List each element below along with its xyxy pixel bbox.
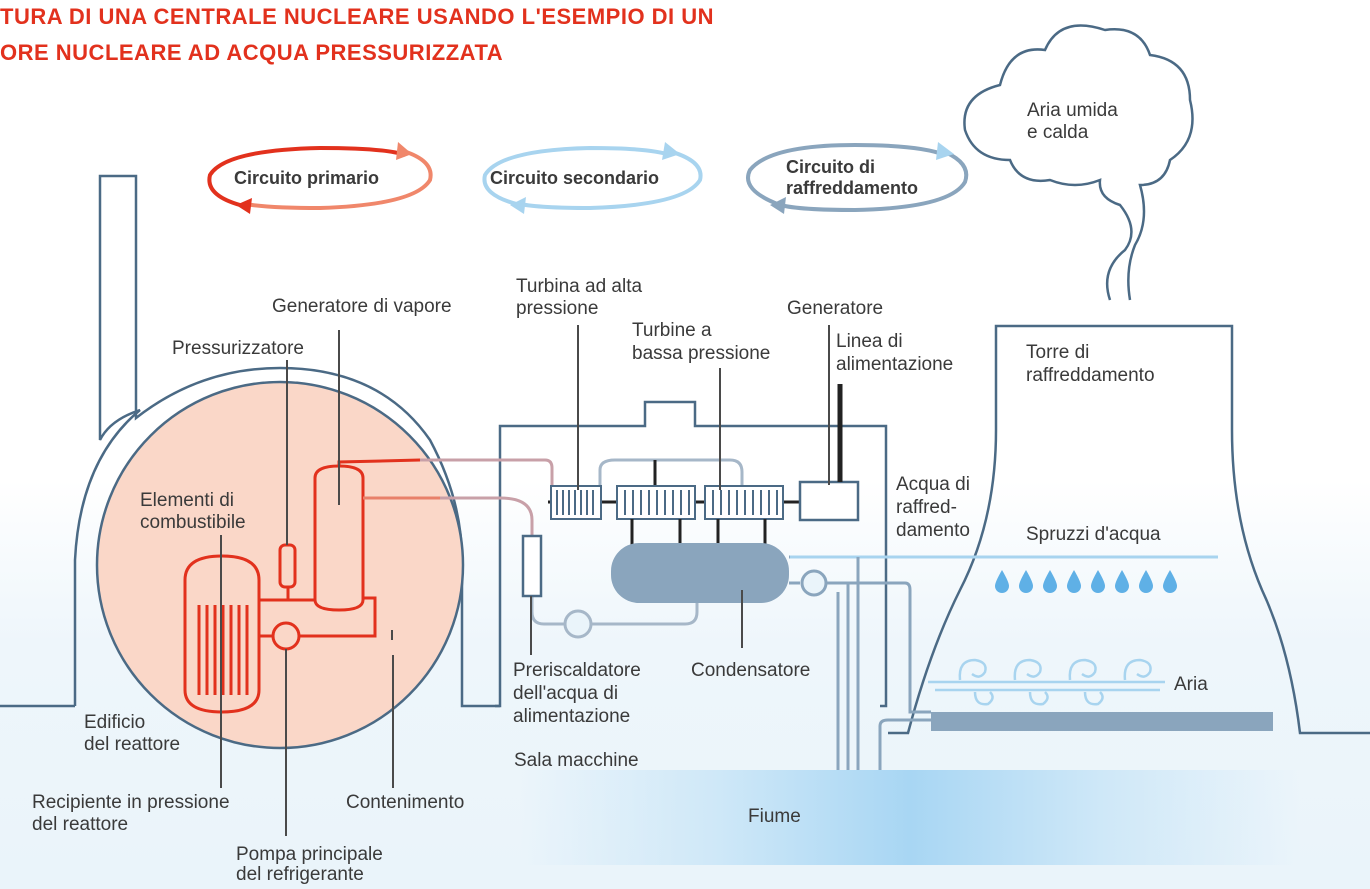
label-preheater-3: alimentazione bbox=[513, 706, 631, 727]
cooling-basin bbox=[931, 712, 1273, 731]
secondary-circuit bbox=[530, 458, 744, 639]
leader-lines bbox=[220, 325, 830, 836]
river bbox=[520, 770, 1300, 865]
label-water-spray: Spruzzi d'acqua bbox=[1026, 524, 1161, 545]
label-main-pump-1: Pompa principale bbox=[236, 844, 383, 865]
water-drops bbox=[995, 570, 1177, 593]
label-containment: Contenimento bbox=[346, 792, 465, 813]
label-steam-generator: Generatore di vapore bbox=[272, 296, 452, 317]
preheater bbox=[521, 534, 543, 598]
label-humid-air-2: e calda bbox=[1027, 122, 1089, 143]
feedwater-return-line bbox=[440, 496, 534, 536]
label-cooling-tower-1: Torre di bbox=[1026, 342, 1090, 363]
label-cooling-water-3: damento bbox=[896, 520, 970, 541]
label-lp-turbines-1: Turbine a bbox=[632, 320, 712, 341]
reactor-building-outline bbox=[73, 174, 495, 708]
label-hp-turbine-1: Turbina ad alta bbox=[516, 276, 643, 297]
machine-hall-outline bbox=[495, 400, 888, 708]
generator bbox=[798, 480, 860, 522]
label-cooling-water-2: raffred- bbox=[896, 497, 957, 518]
label-cooling-water-1: Acqua di bbox=[896, 474, 970, 495]
hp-turbine bbox=[550, 485, 602, 520]
label-reactor-building-1: Edificio bbox=[84, 712, 146, 733]
label-preheater-1: Preriscaldatore bbox=[513, 660, 641, 681]
legend-cooling-arrows bbox=[746, 142, 969, 214]
steam-cloud bbox=[963, 24, 1194, 301]
label-pressure-vessel-1: Recipiente in pressione bbox=[32, 792, 230, 813]
page-title-line-2: ORE NUCLEARE AD ACQUA PRESSURIZZATA bbox=[0, 40, 504, 65]
label-river: Fiume bbox=[748, 806, 801, 827]
label-hp-turbine-2: pressione bbox=[516, 298, 599, 319]
cooling-circuit bbox=[789, 555, 931, 770]
label-reactor-building-2: del reattore bbox=[84, 734, 181, 755]
label-generator: Generatore bbox=[787, 298, 884, 319]
cooling-tower-outline bbox=[888, 324, 1370, 735]
legend-primary-label: Circuito primario bbox=[234, 168, 380, 188]
label-condenser: Condensatore bbox=[691, 660, 811, 681]
label-fuel-2: combustibile bbox=[140, 512, 246, 533]
legend-cooling-label-1: Circuito di bbox=[786, 157, 875, 177]
lp-turbine-1 bbox=[616, 485, 696, 520]
label-main-pump-2: del refrigerante bbox=[236, 864, 364, 885]
legend-primary-arrows bbox=[207, 142, 433, 214]
label-humid-air-1: Aria umida bbox=[1027, 100, 1118, 121]
label-pressurizer: Pressurizzatore bbox=[172, 338, 304, 359]
label-power-line-1: Linea di bbox=[836, 331, 903, 352]
steam-line bbox=[420, 458, 554, 486]
label-cooling-tower-2: raffreddamento bbox=[1026, 365, 1155, 386]
label-machine-room: Sala macchine bbox=[514, 750, 639, 771]
lp-turbine-2 bbox=[704, 485, 784, 520]
legend-cooling-label-2: raffreddamento bbox=[786, 178, 919, 198]
label-lp-turbines-2: bassa pressione bbox=[632, 343, 771, 364]
page-title-line-1: TURA DI UNA CENTRALE NUCLEARE USANDO L'E… bbox=[0, 4, 715, 29]
condenser bbox=[611, 543, 789, 603]
legend-secondary-arrows bbox=[482, 142, 703, 214]
label-power-line-2: alimentazione bbox=[836, 354, 954, 375]
label-fuel-1: Elementi di bbox=[140, 490, 234, 511]
label-preheater-2: dell'acqua di bbox=[513, 683, 619, 704]
label-air: Aria bbox=[1174, 674, 1208, 695]
label-pressure-vessel-2: del reattore bbox=[32, 814, 129, 835]
legend-secondary-label: Circuito secondario bbox=[490, 168, 660, 188]
turbine-condenser-links bbox=[630, 519, 767, 545]
air-swirls bbox=[928, 658, 1165, 706]
